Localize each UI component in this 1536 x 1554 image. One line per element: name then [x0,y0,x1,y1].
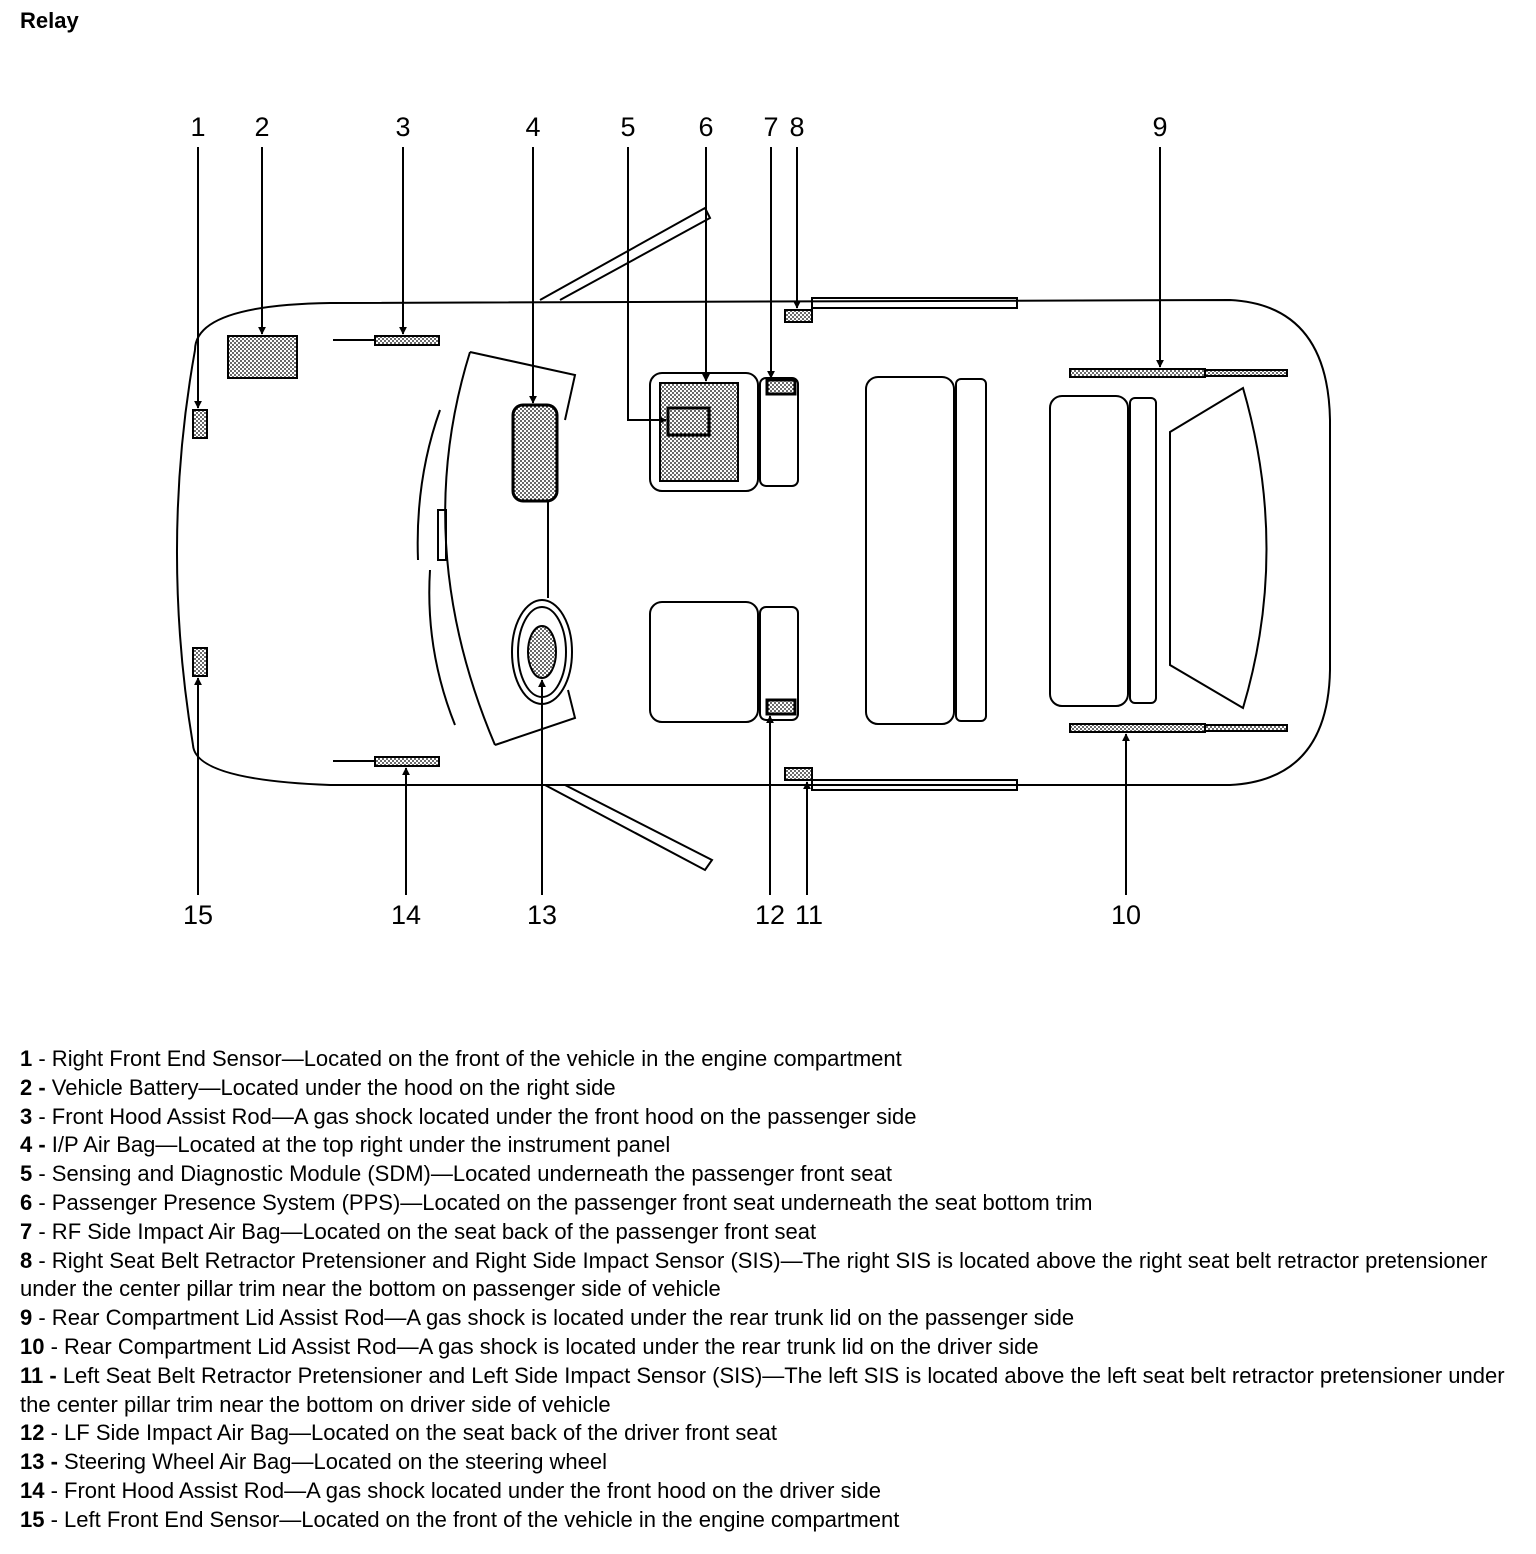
page-title: Relay [20,8,79,33]
callout-15: 15 [183,900,213,930]
front-hood-assist-rod-driver [374,756,440,767]
callout-7: 7 [763,112,778,142]
legend-text: - LF Side Impact Air Bag—Located on the … [44,1420,777,1446]
legend-number: 7 [20,1218,33,1244]
legend-text: - Front Hood Assist Rod—A gas shock loca… [44,1477,881,1503]
left-front-end-sensor [192,647,208,677]
legend-text: - Sensing and Diagnostic Module (SDM)—Lo… [32,1161,892,1187]
legend-item: 5 - Sensing and Diagnostic Module (SDM)—… [20,1160,1520,1189]
front-hood-assist-rod-passenger [374,335,440,346]
legend-text: Left Seat Belt Retractor Pretensioner an… [20,1362,1505,1417]
callout-14: 14 [391,900,421,930]
door-edges [539,206,1018,872]
callout-8: 8 [789,112,804,142]
legend-number: 3 [20,1103,33,1129]
lf-side-impact-air-bag [765,698,797,716]
legend-item: 15 - Left Front End Sensor—Located on th… [20,1506,1520,1535]
callout-9: 9 [1152,112,1167,142]
steering-wheel-air-bag [527,625,557,679]
rear-lid-assist-rod-passenger [1069,368,1206,378]
legend-text: - Right Seat Belt Retractor Pretensioner… [20,1247,1488,1302]
legend-item: 8 - Right Seat Belt Retractor Pretension… [20,1247,1520,1305]
legend-text: - Rear Compartment Lid Assist Rod—A gas … [44,1333,1039,1359]
callout-13: 13 [527,900,557,930]
legend-number: 14 [20,1477,45,1503]
callout-12: 12 [755,900,785,930]
callout-4: 4 [525,112,540,142]
component-legend: 1 - Right Front End Sensor—Located on th… [20,1045,1520,1535]
legend-text: I/P Air Bag—Located at the top right und… [45,1132,671,1158]
legend-item: 10 - Rear Compartment Lid Assist Rod—A g… [20,1333,1520,1362]
legend-number: 15 [20,1506,45,1532]
legend-number: 1 [20,1046,33,1071]
legend-item: 3 - Front Hood Assist Rod—A gas shock lo… [20,1103,1520,1132]
windshield [416,351,577,746]
callout-10: 10 [1111,900,1141,930]
right-sis-pretensioner [784,309,813,323]
components [192,309,1288,781]
right-front-end-sensor [192,409,208,439]
leader-lines [194,147,1164,895]
callout-numbers: 1 2 3 4 5 6 7 8 9 15 14 13 12 11 10 [183,112,1168,930]
legend-text: Steering Wheel Air Bag—Located on the st… [57,1449,608,1475]
legend-number: 2 - [20,1074,46,1100]
callout-1: 1 [190,112,205,142]
legend-item: 2 - Vehicle Battery—Located under the ho… [20,1074,1520,1103]
legend-item: 11 - Left Seat Belt Retractor Pretension… [20,1362,1520,1420]
rear-window [1169,386,1268,710]
rear-seat [865,376,1157,725]
legend-item: 7 - RF Side Impact Air Bag—Located on th… [20,1218,1520,1247]
legend-number: 9 [20,1305,33,1331]
callout-3: 3 [395,112,410,142]
legend-number: 4 - [20,1132,46,1158]
legend-item: 14 - Front Hood Assist Rod—A gas shock l… [20,1477,1520,1506]
legend-number: 12 [20,1420,45,1446]
legend-item: 9 - Rear Compartment Lid Assist Rod—A ga… [20,1304,1520,1333]
legend-number: 13 - [20,1449,58,1475]
legend-number: 8 [20,1247,33,1273]
legend-text: Vehicle Battery—Located under the hood o… [45,1074,616,1100]
legend-text: - Front Hood Assist Rod—A gas shock loca… [32,1103,917,1129]
vehicle-battery [227,335,298,379]
ip-air-bag [511,403,559,503]
callout-2: 2 [254,112,269,142]
left-sis-pretensioner [784,767,813,781]
legend-item: 1 - Right Front End Sensor—Located on th… [20,1045,1520,1074]
legend-item: 12 - LF Side Impact Air Bag—Located on t… [20,1419,1520,1448]
callout-6: 6 [698,112,713,142]
legend-text: - Passenger Presence System (PPS)—Locate… [32,1189,1093,1215]
sensing-diagnostic-module [666,406,711,437]
legend-number: 5 [20,1161,33,1187]
legend-item: 6 - Passenger Presence System (PPS)—Loca… [20,1189,1520,1218]
vehicle-body-outline [176,298,1331,786]
callout-11: 11 [795,900,823,930]
vehicle-component-diagram: 1 2 3 4 5 6 7 8 9 15 14 13 12 11 10 [176,112,1331,930]
rear-lid-assist-rod-driver [1069,723,1206,733]
legend-text: - Rear Compartment Lid Assist Rod—A gas … [32,1305,1075,1331]
legend-item: 13 - Steering Wheel Air Bag—Located on t… [20,1448,1520,1477]
callout-5: 5 [620,112,635,142]
rf-side-impact-air-bag [765,378,797,396]
legend-number: 10 [20,1333,45,1359]
legend-item: 4 - I/P Air Bag—Located at the top right… [20,1131,1520,1160]
legend-number: 11 - [20,1362,57,1388]
legend-text: - Right Front End Sensor—Located on the … [32,1046,902,1071]
legend-text: - RF Side Impact Air Bag—Located on the … [32,1218,817,1244]
legend-number: 6 [20,1189,33,1215]
legend-text: - Left Front End Sensor—Located on the f… [44,1506,900,1532]
